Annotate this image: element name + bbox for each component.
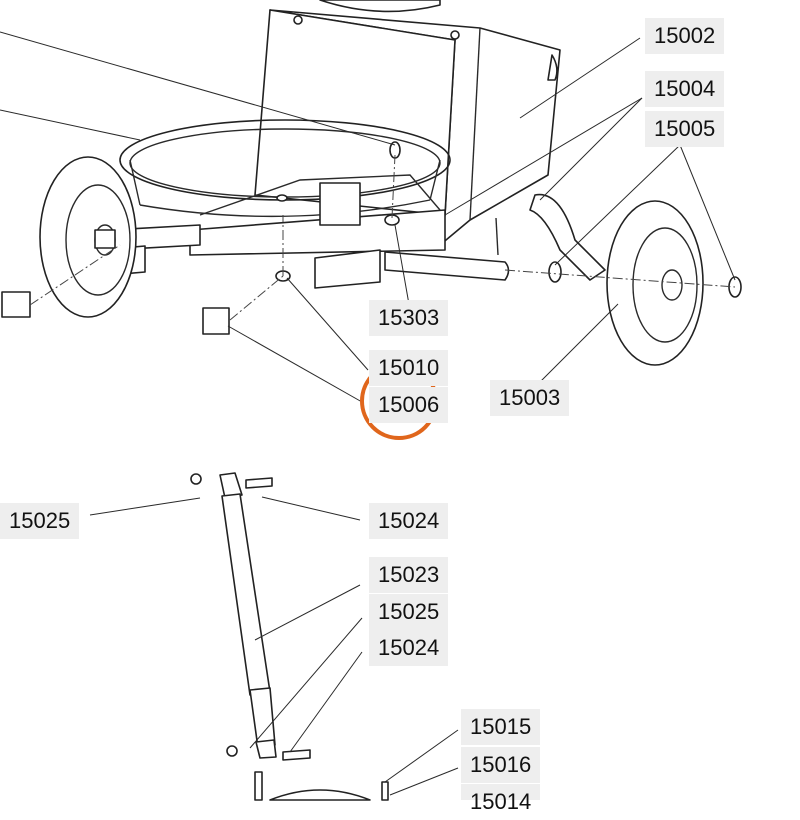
- part-label-15002[interactable]: 15002: [645, 18, 725, 54]
- part-label-15006[interactable]: 15006: [369, 387, 449, 423]
- parts-diagram: [0, 0, 742, 801]
- part-label-15025-right[interactable]: 15025: [369, 594, 449, 630]
- part-label-15004[interactable]: 15004: [645, 71, 725, 107]
- wheel-ring: [119, 119, 451, 218]
- part-label-15005[interactable]: 15005: [645, 111, 725, 147]
- part-label-15023[interactable]: 15023: [369, 557, 449, 593]
- small-parts: [1, 141, 742, 335]
- part-label-15025-left[interactable]: 15025: [0, 503, 80, 539]
- part-label-15024-bottom[interactable]: 15024: [369, 630, 449, 666]
- leader-lines-top: [0, 31, 736, 403]
- part-label-15024-top[interactable]: 15024: [369, 503, 449, 539]
- left-wheel: [39, 156, 137, 318]
- hopper: [254, 0, 561, 246]
- part-label-15010[interactable]: 15010: [369, 350, 449, 386]
- part-label-15015[interactable]: 15015: [461, 709, 541, 745]
- part-label-15014[interactable]: 15014: [461, 784, 541, 814]
- part-label-15003[interactable]: 15003: [490, 380, 570, 416]
- leader-lines-bottom: [89, 496, 459, 796]
- right-wheel: [606, 200, 704, 366]
- gas-strut: [190, 472, 389, 801]
- axis-lines: [29, 154, 736, 321]
- part-label-15016[interactable]: 15016: [461, 747, 541, 783]
- part-label-15303[interactable]: 15303: [369, 300, 449, 336]
